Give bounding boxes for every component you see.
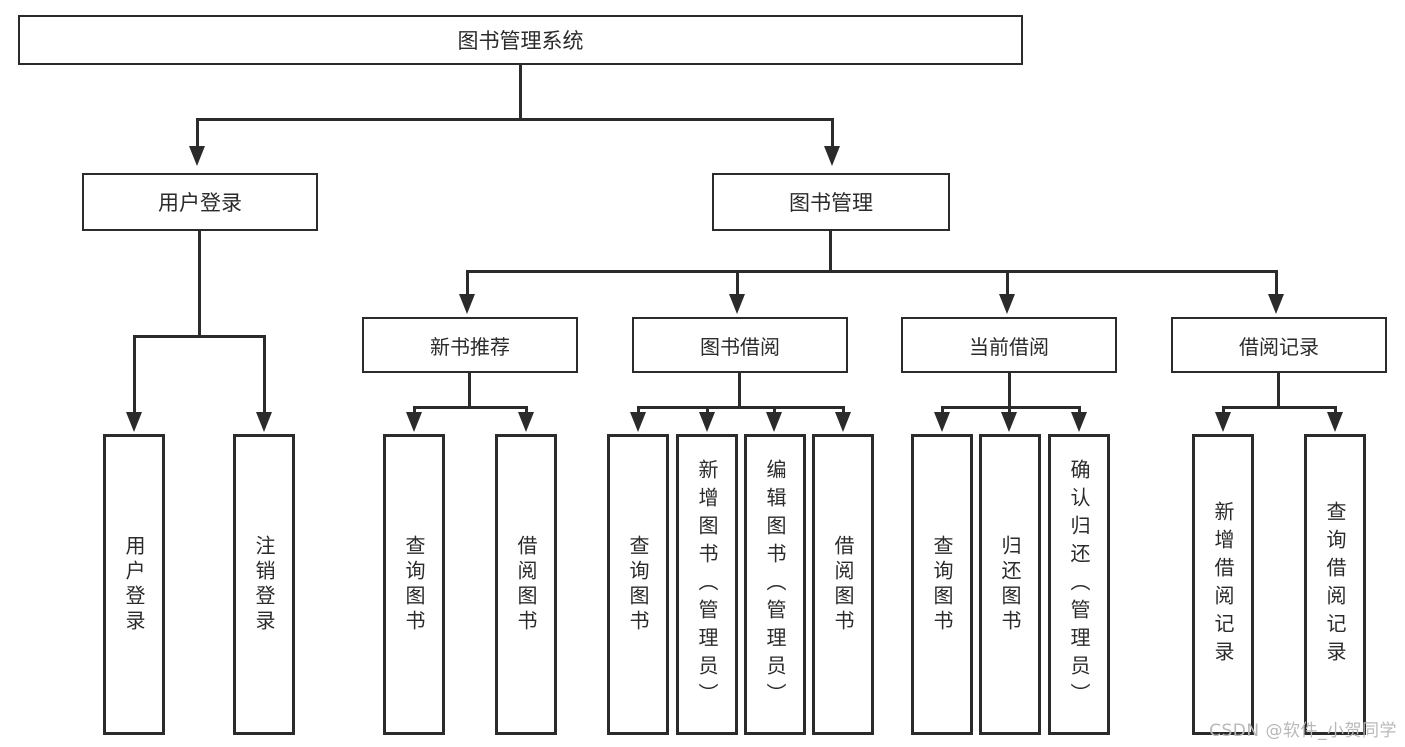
connector-newbook-drop-1 bbox=[413, 406, 416, 414]
leaf-label: 归还图书 bbox=[998, 534, 1022, 635]
arrowhead-to-book-manage bbox=[824, 146, 840, 166]
arrowhead-leaf-query-book-2 bbox=[630, 412, 646, 432]
arrowhead-leaf-logout bbox=[256, 412, 272, 432]
connector-bookborrow-drop-3 bbox=[773, 406, 776, 414]
node-new-book-recommend[interactable]: 新书推荐 bbox=[362, 317, 578, 373]
connector-userlogin-drop-2 bbox=[263, 335, 266, 413]
node-label: 当前借阅 bbox=[969, 334, 1049, 359]
arrowhead-leaf-user-login bbox=[126, 412, 142, 432]
leaf-label: 用户登录 bbox=[122, 534, 146, 635]
connector-borrowrecord-drop-1 bbox=[1222, 406, 1225, 414]
connector-l3-drop-1 bbox=[466, 270, 469, 295]
arrowhead-leaf-borrow-book-2 bbox=[835, 412, 851, 432]
connector-bookborrow-stem bbox=[738, 373, 741, 409]
connector-currentborrow-bus bbox=[941, 406, 1081, 409]
connector-root-drop-left bbox=[196, 118, 199, 148]
arrowhead-leaf-edit-book bbox=[766, 412, 782, 432]
leaf-label: 借阅图书 bbox=[514, 534, 538, 635]
connector-borrowrecord-drop-2 bbox=[1334, 406, 1337, 414]
leaf-query-book-current[interactable]: 查询图书 bbox=[911, 434, 973, 735]
leaf-label: 确认归还（管理员） bbox=[1067, 458, 1091, 711]
leaf-label: 借阅图书 bbox=[831, 534, 855, 635]
arrowhead-to-user-login bbox=[189, 146, 205, 166]
leaf-query-book-borrow[interactable]: 查询图书 bbox=[607, 434, 669, 735]
connector-root-drop-right bbox=[831, 118, 834, 148]
arrowhead-to-borrow-record bbox=[1268, 294, 1284, 314]
arrowhead-leaf-query-record bbox=[1327, 412, 1343, 432]
leaf-label: 查询图书 bbox=[402, 534, 426, 635]
leaf-query-book-recommend[interactable]: 查询图书 bbox=[383, 434, 445, 735]
connector-currentborrow-drop-1 bbox=[941, 406, 944, 414]
arrowhead-leaf-query-book-1 bbox=[406, 412, 422, 432]
node-label: 借阅记录 bbox=[1239, 334, 1319, 359]
connector-bookmanage-stem bbox=[829, 231, 832, 273]
leaf-borrow-book-recommend[interactable]: 借阅图书 bbox=[495, 434, 557, 735]
leaf-query-borrow-record[interactable]: 查询借阅记录 bbox=[1304, 434, 1366, 735]
connector-bookborrow-bus bbox=[637, 406, 845, 409]
node-book-borrow[interactable]: 图书借阅 bbox=[632, 317, 848, 373]
connector-userlogin-bus bbox=[133, 335, 266, 338]
connector-userlogin-stem bbox=[198, 231, 201, 337]
connector-currentborrow-drop-3 bbox=[1078, 406, 1081, 414]
node-root-system[interactable]: 图书管理系统 bbox=[18, 15, 1023, 65]
connector-currentborrow-stem bbox=[1008, 373, 1011, 409]
leaf-confirm-return-admin[interactable]: 确认归还（管理员） bbox=[1048, 434, 1110, 735]
node-current-borrow[interactable]: 当前借阅 bbox=[901, 317, 1117, 373]
node-borrow-record[interactable]: 借阅记录 bbox=[1171, 317, 1387, 373]
connector-userlogin-drop-1 bbox=[133, 335, 136, 413]
connector-bookborrow-drop-1 bbox=[637, 406, 640, 414]
leaf-return-book[interactable]: 归还图书 bbox=[979, 434, 1041, 735]
leaf-user-login[interactable]: 用户登录 bbox=[103, 434, 165, 735]
connector-newbook-stem bbox=[468, 373, 471, 409]
leaf-label: 新增借阅记录 bbox=[1211, 500, 1235, 669]
node-label: 图书管理系统 bbox=[457, 29, 584, 53]
leaf-label: 查询借阅记录 bbox=[1323, 500, 1347, 669]
arrowhead-to-current-borrow bbox=[999, 294, 1015, 314]
arrowhead-to-new-book bbox=[459, 294, 475, 314]
leaf-add-borrow-record[interactable]: 新增借阅记录 bbox=[1192, 434, 1254, 735]
leaf-add-book-admin[interactable]: 新增图书（管理员） bbox=[676, 434, 738, 735]
arrowhead-leaf-return-book bbox=[1001, 412, 1017, 432]
leaf-borrow-book[interactable]: 借阅图书 bbox=[812, 434, 874, 735]
connector-bookborrow-drop-2 bbox=[706, 406, 709, 414]
connector-l3-drop-2 bbox=[736, 270, 739, 295]
connector-bookmanage-bus bbox=[466, 270, 1278, 273]
leaf-edit-book-admin[interactable]: 编辑图书（管理员） bbox=[744, 434, 806, 735]
leaf-label: 查询图书 bbox=[626, 534, 650, 635]
connector-root-bus bbox=[196, 118, 834, 121]
connector-newbook-bus bbox=[413, 406, 528, 409]
node-label: 新书推荐 bbox=[430, 334, 510, 359]
connector-l3-drop-3 bbox=[1006, 270, 1009, 295]
arrowhead-leaf-add-record bbox=[1215, 412, 1231, 432]
connector-newbook-drop-2 bbox=[525, 406, 528, 414]
connector-currentborrow-drop-2 bbox=[1008, 406, 1011, 414]
leaf-label: 新增图书（管理员） bbox=[695, 458, 719, 711]
arrowhead-leaf-borrow-book-1 bbox=[518, 412, 534, 432]
connector-borrowrecord-stem bbox=[1277, 373, 1280, 409]
arrowhead-to-book-borrow bbox=[729, 294, 745, 314]
connector-root-stem bbox=[519, 65, 522, 120]
node-label: 图书管理 bbox=[789, 191, 873, 215]
arrowhead-leaf-confirm-return bbox=[1071, 412, 1087, 432]
leaf-label: 编辑图书（管理员） bbox=[763, 458, 787, 711]
leaf-logout[interactable]: 注销登录 bbox=[233, 434, 295, 735]
csdn-watermark: CSDN @软件_小贺同学 bbox=[1209, 721, 1397, 741]
node-user-login[interactable]: 用户登录 bbox=[82, 173, 318, 231]
leaf-label: 注销登录 bbox=[252, 534, 276, 635]
connector-bookborrow-drop-4 bbox=[842, 406, 845, 414]
arrowhead-leaf-query-book-3 bbox=[934, 412, 950, 432]
connector-borrowrecord-bus bbox=[1222, 406, 1337, 409]
leaf-label: 查询图书 bbox=[930, 534, 954, 635]
node-label: 用户登录 bbox=[158, 191, 242, 215]
connector-l3-drop-4 bbox=[1275, 270, 1278, 295]
arrowhead-leaf-add-book bbox=[699, 412, 715, 432]
node-book-management[interactable]: 图书管理 bbox=[712, 173, 950, 231]
node-label: 图书借阅 bbox=[700, 334, 780, 359]
